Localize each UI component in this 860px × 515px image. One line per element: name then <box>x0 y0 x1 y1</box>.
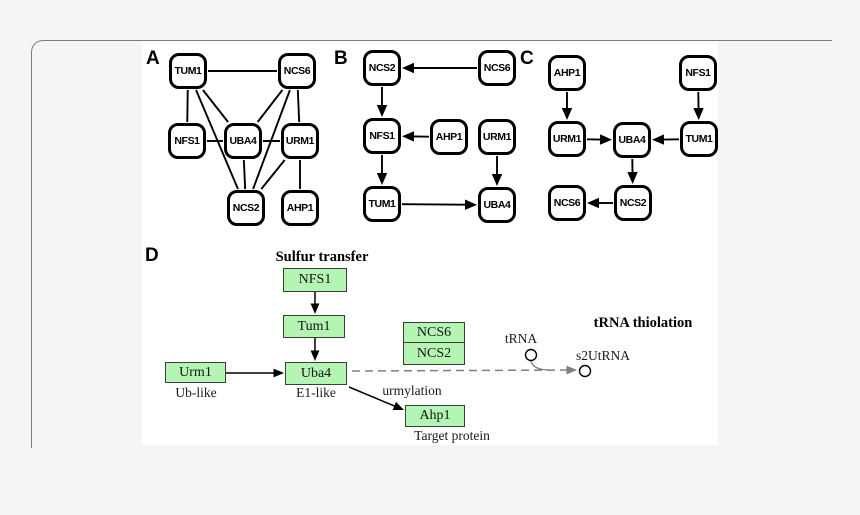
node-c-tum1: TUM1 <box>680 121 718 157</box>
edge-C-TUM1-UBA4-arrowhead <box>652 134 665 145</box>
s2utrna-label: s2UtRNA <box>576 348 631 363</box>
node-b-ahp1: AHP1 <box>430 119 468 155</box>
node-b-urm1: URM1 <box>478 119 516 155</box>
pathway-box-ncs2: NCS2 <box>403 342 465 365</box>
node-c-nfs1: NFS1 <box>679 55 717 91</box>
trna-thiolation-title: tRNA thiolation <box>593 315 693 331</box>
node-a-ncs2: NCS2 <box>227 190 265 226</box>
pathway-arrow-uba4-ahp1 <box>348 386 396 408</box>
node-c-urm1: URM1 <box>548 121 586 157</box>
edge-C-UBA4-NCS2-arrowhead <box>627 171 638 184</box>
pathway-box-uba4: Uba4 <box>285 362 347 385</box>
trna-connector-path <box>530 360 551 371</box>
sulfur-transfer-title: Sulfur transfer <box>275 249 369 265</box>
pathway-arrow-urm1-uba4-arrowhead <box>273 368 284 378</box>
pathway-box-ahp1: Ahp1 <box>405 405 465 427</box>
panel-b-label: B <box>334 48 348 69</box>
pathway-arrow-uba4-ahp1-arrowhead <box>392 401 404 411</box>
node-b-tum1: TUM1 <box>363 186 401 222</box>
target-protein-label: Target protein <box>414 428 490 443</box>
node-c-ahp1: AHP1 <box>548 55 586 91</box>
e1-like-label: E1-like <box>296 385 336 400</box>
pathway-arrow-uba4-s2utrna <box>351 369 568 372</box>
pathway-arrow-nfs1-tum1-arrowhead <box>310 303 320 314</box>
node-b-ncs2: NCS2 <box>363 50 401 86</box>
panel-a-label: A <box>146 48 160 69</box>
edge-C-URM1-UBA4-arrowhead <box>599 134 612 145</box>
node-a-uba4: UBA4 <box>224 123 262 159</box>
node-c-uba4: UBA4 <box>613 122 651 158</box>
edge-A-NCS6-URM1 <box>296 89 301 123</box>
edge-B-NFS1-TUM1-arrowhead <box>376 173 388 185</box>
node-c-ncs2: NCS2 <box>614 185 652 221</box>
node-c-ncs6: NCS6 <box>548 185 586 221</box>
node-a-nfs1: NFS1 <box>168 123 206 159</box>
edge-B-TUM1-UBA4 <box>401 203 467 206</box>
pathway-arrow-uba4-s2utrna-arrowhead <box>566 365 577 375</box>
edge-B-TUM1-UBA4-arrowhead <box>464 199 477 210</box>
edge-A-TUM1-UBA4 <box>202 89 229 123</box>
pathway-box-tum1: Tum1 <box>283 315 345 338</box>
node-a-tum1: TUM1 <box>169 53 207 89</box>
node-b-ncs6: NCS6 <box>478 50 516 86</box>
node-b-uba4: UBA4 <box>478 187 516 223</box>
edge-B-AHP1-NFS1-arrowhead <box>402 131 415 142</box>
edge-C-NFS1-TUM1-arrowhead <box>693 107 704 120</box>
edge-C-NCS2-NCS6-arrowhead <box>587 197 599 209</box>
edge-A-UBA4-NCS2 <box>242 159 247 190</box>
panel-c-label: C <box>520 48 534 69</box>
figure-card-frame <box>31 40 832 448</box>
edge-A-TUM1-NCS2 <box>195 89 239 190</box>
ub-like-label: Ub-like <box>175 385 217 400</box>
pathway-box-nfs1: NFS1 <box>283 268 347 292</box>
s2utrna-circle <box>578 364 592 378</box>
pathway-box-urm1: Urm1 <box>165 362 226 383</box>
node-a-ahp1: AHP1 <box>281 190 319 226</box>
edge-B-NCS2-NFS1-arrowhead <box>376 105 388 117</box>
trna-label: tRNA <box>504 331 538 346</box>
panel-d-label: D <box>145 245 159 266</box>
node-a-urm1: URM1 <box>281 123 319 159</box>
pathway-box-ncs6: NCS6 <box>403 322 465 343</box>
figure-area <box>142 41 718 445</box>
edge-A-URM1-NCS2 <box>260 159 286 190</box>
edge-B-URM1-UBA4-arrowhead <box>491 174 503 186</box>
urmylation-label: urmylation <box>382 383 442 398</box>
edge-C-AHP1-URM1-arrowhead <box>561 108 573 120</box>
edge-B-NCS6-NCS2-arrowhead <box>402 62 414 74</box>
edge-A-NCS6-NCS2 <box>252 89 291 190</box>
node-a-ncs6: NCS6 <box>278 53 316 89</box>
edge-A-NCS6-UBA4 <box>256 89 284 123</box>
node-b-nfs1: NFS1 <box>363 118 401 154</box>
trna-circle <box>524 348 538 362</box>
pathway-arrow-tum1-uba4-arrowhead <box>310 350 320 361</box>
